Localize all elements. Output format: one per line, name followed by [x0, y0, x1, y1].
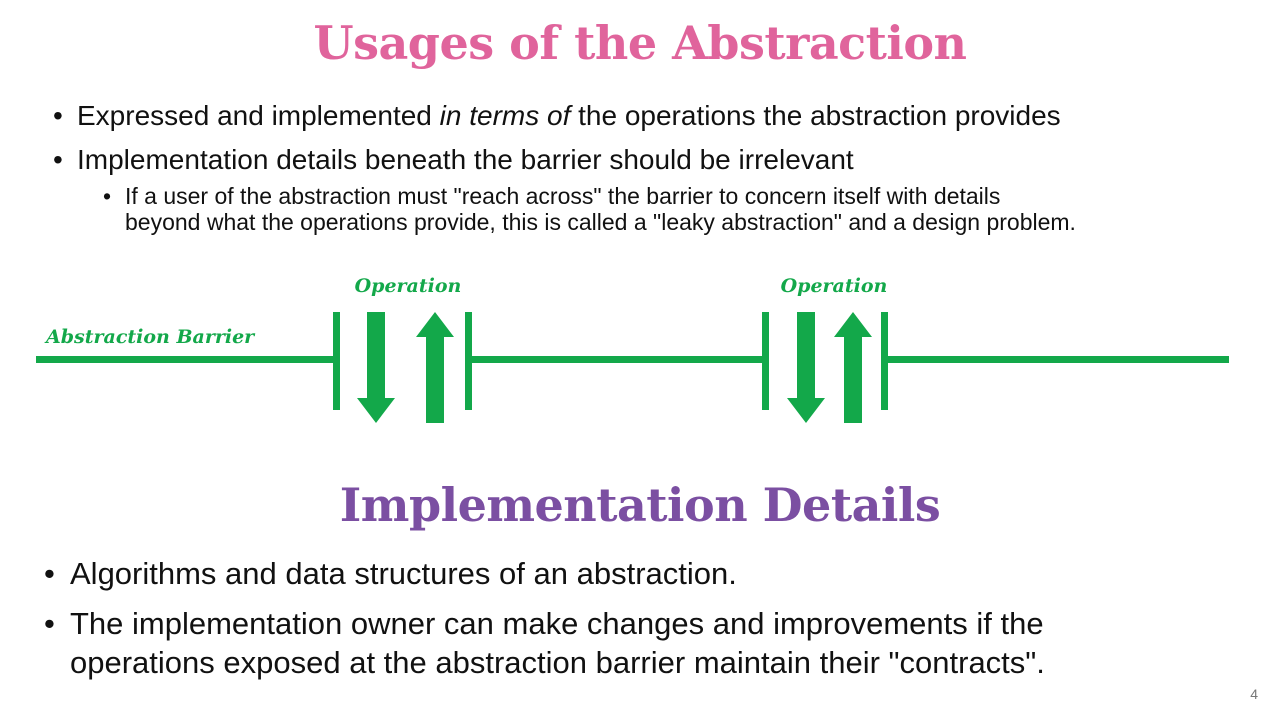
sub-bullet-leaky-abstraction: • If a user of the abstraction must "rea…: [103, 183, 1076, 235]
bullet-implementation-irrelevant: • Implementation details beneath the bar…: [53, 143, 854, 177]
bullet-text: Algorithms and data structures of an abs…: [70, 556, 737, 591]
bullet-emphasis: in terms of: [439, 100, 571, 131]
barrier-segment-right: [884, 356, 1229, 363]
bullet-line-2: operations exposed at the abstraction ba…: [70, 645, 1045, 680]
operation-2-left-post: [762, 312, 769, 410]
usages-title: Usages of the Abstraction: [313, 16, 967, 70]
bullet-algorithms: • Algorithms and data structures of an a…: [44, 554, 737, 593]
barrier-segment-left: [36, 356, 336, 363]
bullet-implementation-owner: • The implementation owner can make chan…: [44, 604, 1045, 682]
operation-label-1: Operation: [355, 275, 462, 297]
bullet-dot: •: [44, 556, 55, 591]
bullet-line-1: The implementation owner can make change…: [70, 606, 1044, 641]
barrier-label: Abstraction Barrier: [44, 326, 256, 348]
operation-label-2: Operation: [781, 275, 888, 297]
sub-bullet-line-1: If a user of the abstraction must "reach…: [125, 183, 1001, 209]
bullet-dot: •: [53, 144, 63, 175]
operation-1-left-post: [333, 312, 340, 410]
operation-1-right-post: [465, 312, 472, 410]
up-arrow-icon: [834, 312, 872, 423]
bullet-text-end: the operations the abstraction provides: [570, 100, 1061, 131]
up-arrow-icon: [416, 312, 454, 423]
bullet-dot: •: [53, 100, 63, 131]
bullet-text-start: Expressed and implemented: [77, 100, 440, 131]
operation-2-right-post: [881, 312, 888, 410]
barrier-segment-middle: [468, 356, 766, 363]
bullet-text: Implementation details beneath the barri…: [77, 144, 854, 175]
implementation-details-title: Implementation Details: [339, 478, 941, 532]
bullet-dot: •: [44, 606, 55, 641]
down-arrow-icon: [357, 312, 395, 423]
down-arrow-icon: [787, 312, 825, 423]
bullet-in-terms-of: • Expressed and implemented in terms of …: [53, 99, 1061, 133]
abstraction-barrier-diagram: Abstraction Barrier Operation Operation: [36, 275, 1229, 423]
bullet-dot: •: [103, 183, 112, 209]
sub-bullet-line-2: beyond what the operations provide, this…: [125, 209, 1076, 235]
page-number: 4: [1250, 686, 1258, 702]
